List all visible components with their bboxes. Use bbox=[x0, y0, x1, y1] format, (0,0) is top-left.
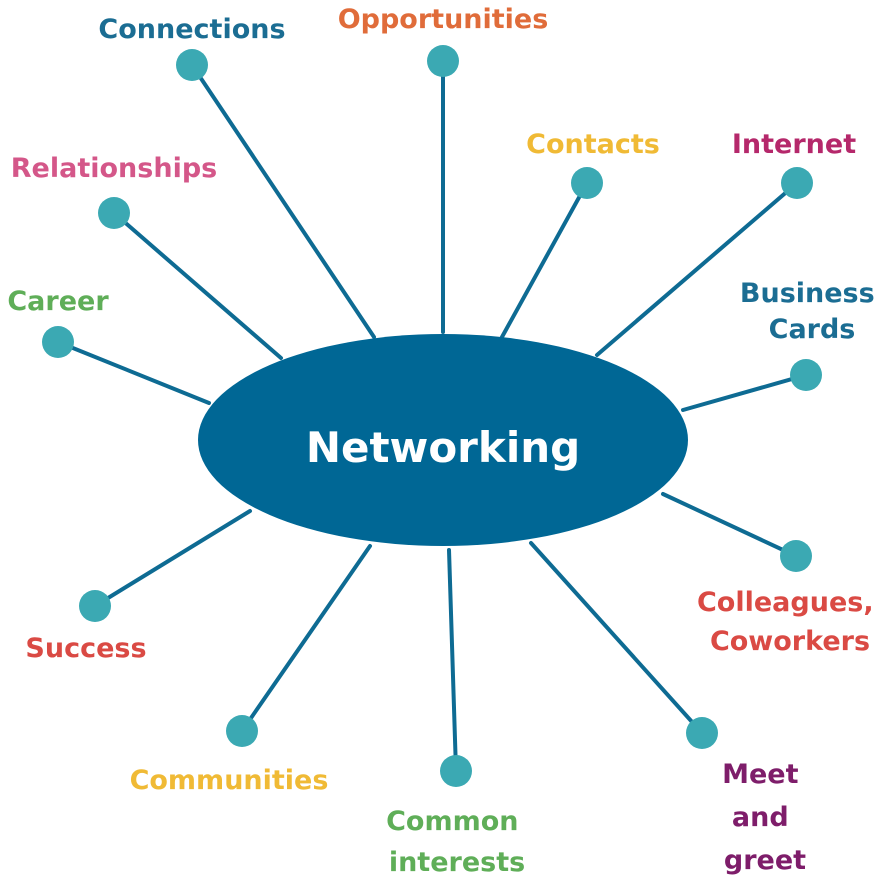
label-communities: Communities bbox=[130, 765, 329, 796]
spoke-lines bbox=[56, 59, 808, 773]
center-label: Networking bbox=[306, 423, 580, 472]
node-success bbox=[79, 590, 111, 622]
spoke-career bbox=[56, 340, 211, 405]
label-opportunities: Opportunities bbox=[338, 4, 549, 35]
label-connections: Connections bbox=[98, 14, 285, 45]
label-success: Success bbox=[25, 633, 146, 664]
node-connections bbox=[176, 49, 208, 81]
label-relationships: Relationships bbox=[11, 153, 217, 184]
spoke-success bbox=[93, 509, 252, 608]
spoke-nodes bbox=[42, 45, 822, 787]
label-common: Common interests bbox=[386, 806, 528, 878]
spoke-relationships bbox=[112, 211, 283, 360]
node-career bbox=[42, 326, 74, 358]
node-communities bbox=[226, 715, 258, 747]
node-common bbox=[440, 755, 472, 787]
label-internet: Internet bbox=[732, 129, 856, 160]
spoke-colleagues bbox=[661, 492, 798, 558]
spoke-connections bbox=[190, 63, 376, 339]
spoke-common bbox=[447, 548, 458, 773]
label-colleagues: Colleagues, Coworkers bbox=[697, 587, 883, 657]
node-opportunities bbox=[427, 45, 459, 77]
center-ellipse bbox=[198, 334, 688, 546]
spoke-contacts bbox=[500, 181, 589, 339]
label-career: Career bbox=[7, 286, 109, 317]
label-meet-greet: Meet and greet bbox=[722, 759, 808, 876]
node-relationships bbox=[98, 197, 130, 229]
center-hub: Networking bbox=[198, 334, 688, 546]
spoke-labels: Connections Opportunities Contacts Inter… bbox=[7, 4, 884, 878]
node-meet-greet bbox=[686, 717, 718, 749]
node-internet bbox=[781, 167, 813, 199]
spoke-communities bbox=[240, 544, 372, 733]
spoke-internet bbox=[595, 181, 799, 357]
spoke-business-cards bbox=[681, 373, 808, 412]
node-contacts bbox=[571, 167, 603, 199]
node-business-cards bbox=[790, 359, 822, 391]
label-contacts: Contacts bbox=[526, 129, 660, 160]
node-colleagues bbox=[780, 540, 812, 572]
label-business-cards: Business Cards bbox=[740, 278, 884, 345]
spoke-meet-greet bbox=[529, 541, 704, 735]
